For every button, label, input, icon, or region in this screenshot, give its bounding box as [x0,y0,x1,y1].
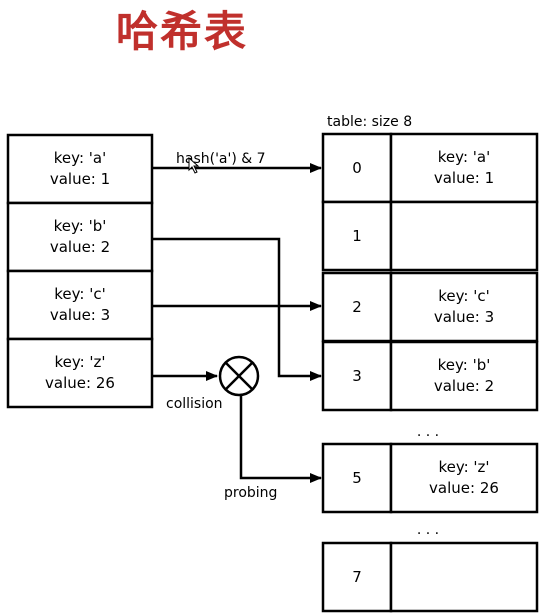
entry-value: value: 26 [45,374,115,392]
slot-1: 1 [321,200,539,272]
slot-content-cell [389,442,539,514]
slot-7: 7 [321,541,539,613]
collision-label: collision [166,396,223,412]
slot-index-cell [321,271,393,343]
arrow-probing-to-slot-5 [239,395,322,483]
entry-b: key: 'b' value: 2 [6,201,154,273]
entry-z: key: 'z' value: 26 [6,337,154,409]
table-label: table: size 8 [327,114,412,130]
slot-2: 2 key: 'c' value: 3 [321,271,539,343]
entry-box [6,269,154,341]
slot-0: 0 key: 'a' value: 1 [321,132,539,204]
slot-index-cell [321,442,393,514]
slot-value: value: 26 [429,479,499,497]
entry-value: value: 3 [50,306,110,324]
slot-index-cell [321,200,393,272]
page-title: 哈希表 [116,7,249,56]
slot-key: key: 'a' [438,148,490,166]
slot-index: 5 [352,469,362,487]
slot-value: value: 2 [434,377,494,395]
ellipsis-upper: . . . [417,424,439,440]
entry-value: value: 2 [50,238,110,256]
entry-box [6,133,154,205]
slot-key: key: 'z' [438,458,489,476]
entry-c: key: 'c' value: 3 [6,269,154,341]
slot-5: 5 key: 'z' value: 26 [321,442,539,514]
slot-3: 3 key: 'b' value: 2 [321,340,539,412]
entry-key: key: 'a' [54,149,106,167]
slot-index-cell [321,132,393,204]
slot-content-cell [389,541,539,613]
entry-key: key: 'b' [54,217,107,235]
collision-icon [218,355,260,397]
slot-index-cell [321,541,393,613]
probing-label: probing [224,485,277,501]
arrow-b-to-slot-3 [152,237,322,381]
slot-content-cell [389,271,539,343]
slot-index: 7 [352,568,362,586]
slot-content-cell [389,132,539,204]
slot-value: value: 3 [434,308,494,326]
entry-value: value: 1 [50,170,110,188]
slot-key: key: 'b' [438,356,491,374]
entry-box [6,201,154,273]
hash-label: hash('a') & 7 [176,151,266,167]
slot-index: 0 [352,159,362,177]
slot-content-cell [389,340,539,412]
entry-key: key: 'c' [54,285,105,303]
slot-index-cell [321,340,393,412]
entry-box [6,337,154,409]
slot-index: 2 [352,298,362,316]
slot-index: 1 [352,227,362,245]
slot-value: value: 1 [434,169,494,187]
mouse-cursor-icon [188,156,200,174]
slot-content-cell [389,200,539,272]
entry-a: key: 'a' value: 1 [6,133,154,205]
ellipsis-lower: . . . [417,522,439,538]
entry-key: key: 'z' [54,353,105,371]
slot-index: 3 [352,367,362,385]
slot-key: key: 'c' [438,287,489,305]
